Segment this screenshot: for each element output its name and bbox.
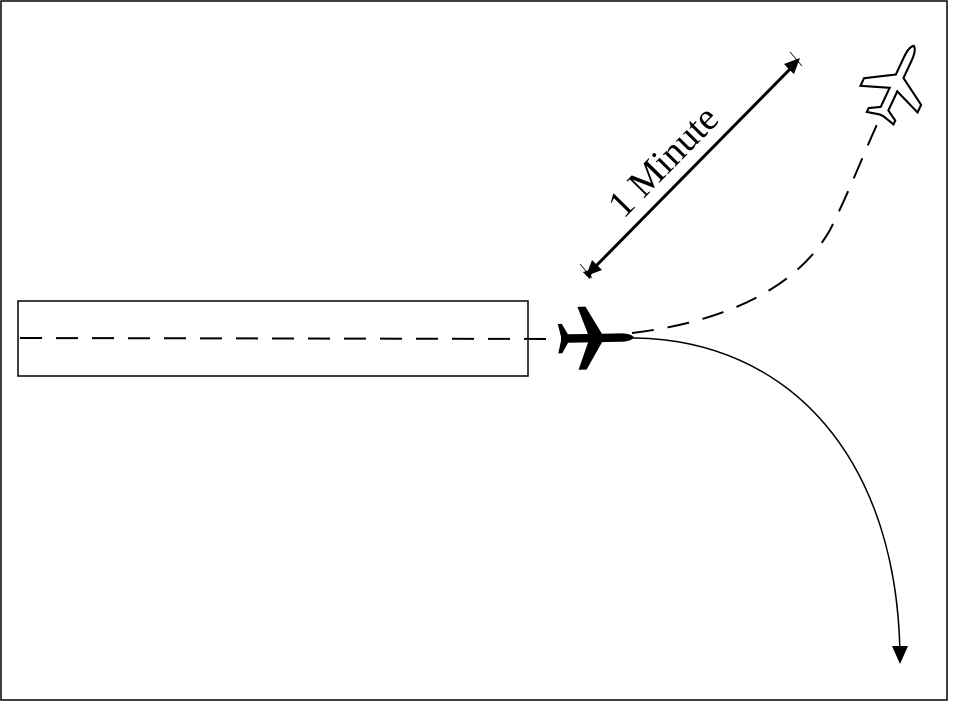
straight-out-departure-path (631, 117, 881, 334)
distance-arrow (579, 51, 803, 280)
departing-aircraft-icon (557, 305, 635, 371)
turning-departure-path (629, 337, 908, 664)
climbing-aircraft-icon (850, 31, 944, 133)
distance-label: 1 Minute (600, 98, 727, 226)
runway-centerline-path (19, 337, 561, 340)
